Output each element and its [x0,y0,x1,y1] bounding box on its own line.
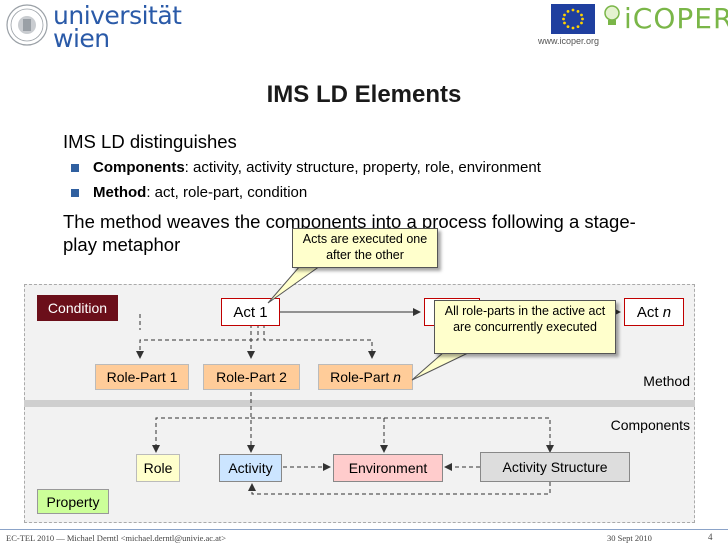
page-title: IMS LD Elements [266,81,462,108]
footer-author: EC-TEL 2010 — Michael Derntl <michael.de… [6,533,227,543]
footer-date: 30 Sept 2010 [607,533,652,543]
footer-page-number: 4 [708,532,713,542]
bullet-components: Components: activity, activity structure… [93,159,541,176]
header-url[interactable]: www.icoper.org [538,36,600,46]
university-seal-icon [6,4,48,46]
text-line-weaves: The method weaves the components into a … [63,211,636,232]
role-box[interactable]: Role [136,454,180,482]
bullet-method: Method: act, role-part, condition [93,184,307,201]
bullet-square-icon [71,164,79,172]
act-n-italic: n [662,303,672,321]
text-line-distinguishes: IMS LD distinguishes [63,131,237,152]
role-part-n-italic: n [393,369,401,385]
activity-box[interactable]: Activity [219,454,282,482]
footer-rule [0,529,728,530]
callout-roleparts-concurrent: All role-parts in the active act are con… [434,300,616,354]
condition-box[interactable]: Condition [37,295,118,321]
environment-box[interactable]: Environment [333,454,443,482]
panel-divider [24,400,695,407]
icoper-logo-text: iCOPER [624,2,728,35]
act-n-label: Act [636,303,663,321]
components-label: Components [610,417,690,433]
text-line-metaphor: play metaphor [63,234,181,255]
role-part-1-box[interactable]: Role-Part 1 [95,364,189,390]
eu-flag-icon [551,4,595,34]
property-box[interactable]: Property [37,489,109,514]
icoper-logo-icon [604,5,620,25]
callout-acts-sequential: Acts are executed one after the other [292,228,438,268]
role-part-n-label: Role-Part [330,369,394,385]
act-n-box[interactable]: Act n [624,298,684,326]
bullet-square-icon [71,189,79,197]
header-bar: universität wien iCOPER www.icoper.org [0,0,728,60]
bullet-components-bold: Components [93,159,185,176]
university-logo-line2: wien [53,24,110,53]
method-label: Method [643,373,690,389]
university-logo-line1: universität [53,1,182,30]
bullet-method-bold: Method [93,184,147,201]
role-part-n-box[interactable]: Role-Part n [318,364,413,390]
bullet-components-rest: : activity, activity structure, property… [184,159,541,176]
bullet-method-rest: : act, role-part, condition [146,184,308,201]
act-1-box[interactable]: Act 1 [221,298,280,326]
activity-structure-box[interactable]: Activity Structure [480,452,630,482]
role-part-2-box[interactable]: Role-Part 2 [203,364,300,390]
